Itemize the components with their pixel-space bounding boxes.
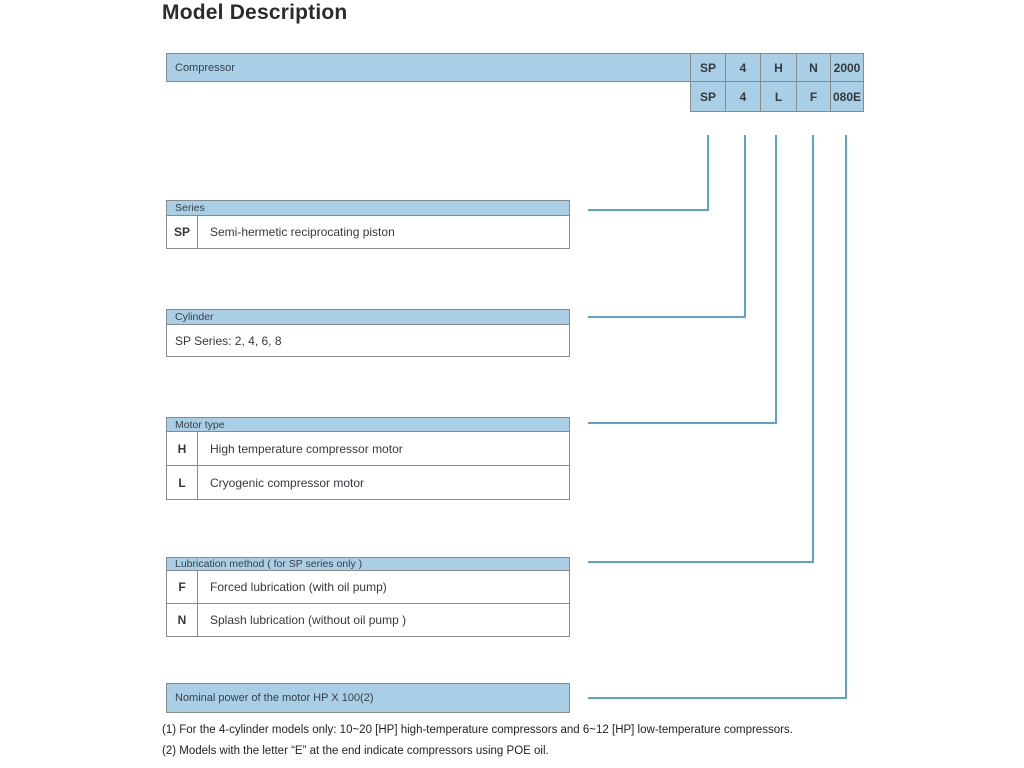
lubrication-row-f-code: F (167, 571, 198, 603)
nominal-power-header: Nominal power of the motor HP X 100(2) (166, 683, 570, 713)
compressor-label: Compressor (175, 61, 235, 74)
lubrication-row-f-desc: Forced lubrication (with oil pump) (210, 580, 387, 594)
connector-lubrication-hline (588, 561, 814, 563)
lubrication-section: Lubrication method ( for SP series only … (166, 557, 570, 637)
series-row: SP Semi-hermetic reciprocating piston (166, 216, 570, 249)
motor-type-row-h-desc: High temperature compressor motor (210, 441, 403, 456)
code-cell-row1-series: SP (690, 53, 726, 82)
code-cell-row2-motor: L (760, 81, 797, 112)
connector-power-vline (845, 135, 847, 699)
footnote-2: (2) Models with the letter “E” at the en… (162, 745, 549, 757)
lubrication-row-n: N Splash lubrication (without oil pump ) (166, 604, 570, 637)
code-cell-row1-motor: H (760, 53, 797, 82)
series-row-code: SP (167, 216, 198, 248)
connector-lubrication-vline (812, 135, 814, 563)
series-header: Series (166, 200, 570, 216)
connector-series-hline (588, 209, 709, 211)
connector-cylinder-vline (744, 135, 746, 318)
code-cell-row1-lubrication: N (796, 53, 831, 82)
page-title: Model Description (162, 1, 348, 24)
series-row-desc: Semi-hermetic reciprocating piston (210, 225, 395, 239)
cylinder-row: SP Series: 2, 4, 6, 8 (166, 325, 570, 357)
code-cell-row1-power: 2000 (830, 53, 864, 82)
motor-type-row-l-desc: Cryogenic compressor motor (210, 475, 365, 490)
nominal-power-section: Nominal power of the motor HP X 100(2) (166, 683, 570, 713)
code-cell-row2-lubrication: F (796, 81, 831, 112)
code-cell-row2-cylinder: 4 (725, 81, 761, 112)
connector-power-hline (588, 697, 847, 699)
motor-type-row-l: L Cryogenic compressor motor (166, 466, 570, 500)
lubrication-row-f: F Forced lubrication (with oil pump) (166, 571, 570, 604)
cylinder-header: Cylinder (166, 309, 570, 325)
lubrication-row-n-code: N (167, 604, 198, 636)
motor-type-section: Motor type H High temperature compressor… (166, 417, 570, 500)
lubrication-header: Lubrication method ( for SP series only … (166, 557, 570, 571)
cylinder-section: Cylinder SP Series: 2, 4, 6, 8 (166, 309, 570, 357)
compressor-label-bar: Compressor (166, 53, 691, 82)
footnote-1: (1) For the 4-cylinder models only: 10~2… (162, 724, 793, 736)
code-cell-row2-series: SP (690, 81, 726, 112)
cylinder-row-desc: SP Series: 2, 4, 6, 8 (175, 333, 282, 348)
motor-type-row-h-code: H (167, 432, 198, 465)
motor-type-row-l-code: L (167, 466, 198, 499)
lubrication-row-n-desc: Splash lubrication (without oil pump ) (210, 613, 407, 627)
connector-motor-vline (775, 135, 777, 424)
connector-motor-hline (588, 422, 777, 424)
motor-type-header: Motor type (166, 417, 570, 432)
connector-series-vline (707, 135, 709, 211)
connector-cylinder-hline (588, 316, 746, 318)
code-cell-row1-cylinder: 4 (725, 53, 761, 82)
code-cell-row2-power: 080E (830, 81, 864, 112)
motor-type-row-h: H High temperature compressor motor (166, 432, 570, 466)
series-section: Series SP Semi-hermetic reciprocating pi… (166, 200, 570, 249)
